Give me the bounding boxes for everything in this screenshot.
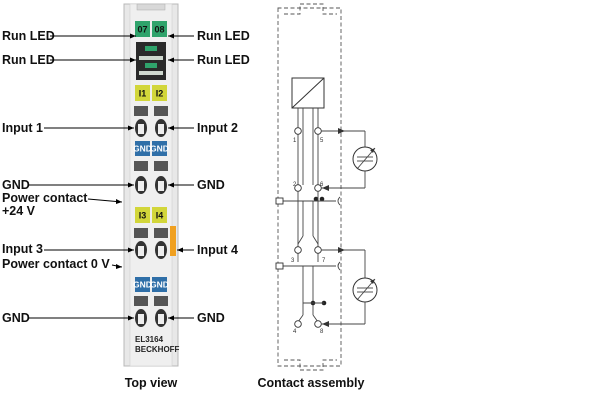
channel-label-i1: I1 — [139, 89, 147, 99]
label-power-contact-0v: Power contact 0 V — [2, 257, 110, 271]
gnd-chip-label-3: GND — [133, 280, 152, 290]
left-callouts: Run LED Run LED Input 1 GND Power contac… — [2, 29, 136, 325]
channel-chip-i4 — [152, 207, 167, 223]
led-08-label: 08 — [154, 25, 164, 35]
led-07-label: 07 — [137, 25, 147, 35]
contact-number-4: 4 — [293, 329, 297, 335]
gnd-chip-label-4: GND — [150, 280, 169, 290]
label-gnd-4: GND — [197, 311, 225, 325]
label-run-led-3: Run LED — [197, 29, 250, 43]
spring-contacts-row-1 — [134, 106, 168, 137]
gnd-chip-3 — [135, 277, 150, 292]
contact-assembly: 1 5 2 6 3 7 — [275, 3, 378, 371]
channel-label-i4: I4 — [156, 211, 164, 221]
label-run-led-4: Run LED — [197, 53, 250, 67]
right-callouts: Run LED Run LED Input 2 GND Input 4 GND — [168, 29, 250, 325]
label-gnd-2: GND — [197, 178, 225, 192]
contact-number-2: 2 — [293, 182, 297, 188]
spring-contacts-row-2 — [134, 161, 168, 194]
channel-chip-i2 — [152, 85, 167, 101]
contact-number-1: 1 — [293, 138, 297, 144]
label-power-contact-24v-line1: Power contact — [2, 191, 88, 205]
label-run-led-2: Run LED — [2, 53, 55, 67]
gnd-chip-4 — [152, 277, 167, 292]
sensor-symbol-1 — [321, 128, 378, 191]
contact-number-6: 6 — [320, 182, 324, 188]
terminal-top-view: 07 08 I1 I2 GND GND — [123, 3, 180, 367]
channel-label-i3: I3 — [139, 211, 147, 221]
caption-top-view: Top view — [125, 376, 178, 390]
label-gnd-1: GND — [2, 178, 30, 192]
channel-chip-i1 — [135, 85, 150, 101]
sensor-symbol-2 — [321, 247, 378, 327]
label-input-2: Input 2 — [197, 121, 238, 135]
contact-number-7: 7 — [322, 258, 326, 264]
spring-contacts-row-4 — [134, 296, 168, 327]
spring-contacts-row-3 — [134, 228, 168, 259]
gnd-chip-2 — [152, 141, 167, 156]
led-08 — [152, 21, 167, 37]
label-power-contact-24v-line2: +24 V — [2, 204, 36, 218]
led-07 — [135, 21, 150, 37]
channel-chip-i3 — [135, 207, 150, 223]
power-contact-tab — [170, 226, 176, 256]
channel-label-i2: I2 — [156, 89, 164, 99]
gnd-chip-label-1: GND — [133, 144, 152, 154]
contact-number-5: 5 — [320, 138, 324, 144]
label-input-4: Input 4 — [197, 243, 238, 257]
gnd-chip-label-2: GND — [150, 144, 169, 154]
contact-number-8: 8 — [320, 329, 324, 335]
label-input-3: Input 3 — [2, 242, 43, 256]
label-input-1: Input 1 — [2, 121, 43, 135]
label-gnd-3: GND — [2, 311, 30, 325]
label-run-led-1: Run LED — [2, 29, 55, 43]
terminal-model: EL3164 — [135, 335, 164, 344]
contact-number-3: 3 — [291, 258, 295, 264]
terminal-brand: BECKHOFF — [135, 345, 180, 354]
caption-contact-assembly: Contact assembly — [258, 376, 365, 390]
gnd-chip-1 — [135, 141, 150, 156]
